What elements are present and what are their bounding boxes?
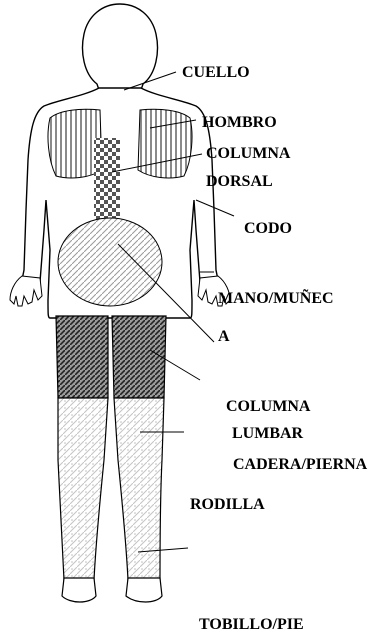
label-neck: CUELLO	[182, 64, 250, 82]
dorsal-spine	[94, 138, 120, 220]
lumbar-area	[58, 218, 162, 306]
label-hand-line1: MANO/MUÑEC	[218, 290, 334, 308]
foot-right	[126, 578, 162, 602]
label-elbow: CODO	[244, 220, 292, 238]
label-hand-line2: A	[218, 328, 230, 346]
label-dorsal-line1: COLUMNA	[206, 145, 290, 163]
shoulder-blade-right	[138, 109, 192, 178]
lower-leg-right	[114, 398, 164, 580]
thigh-left	[56, 316, 108, 398]
foot-left	[62, 578, 96, 602]
thigh-right	[112, 316, 166, 398]
label-knee: RODILLA	[190, 496, 265, 514]
head-outline	[83, 4, 158, 90]
lower-leg-left	[58, 398, 108, 580]
label-hip: CADERA/PIERNA	[233, 456, 367, 474]
label-ankle: TOBILLO/PIE	[199, 616, 304, 634]
label-dorsal-line2: DORSAL	[206, 173, 273, 191]
shoulder-blade-left	[48, 109, 102, 178]
label-lumbar-line2: LUMBAR	[232, 425, 303, 443]
label-shoulder: HOMBRO	[202, 114, 277, 132]
left-hand	[10, 276, 42, 306]
label-lumbar-line1: COLUMNA	[226, 398, 310, 416]
